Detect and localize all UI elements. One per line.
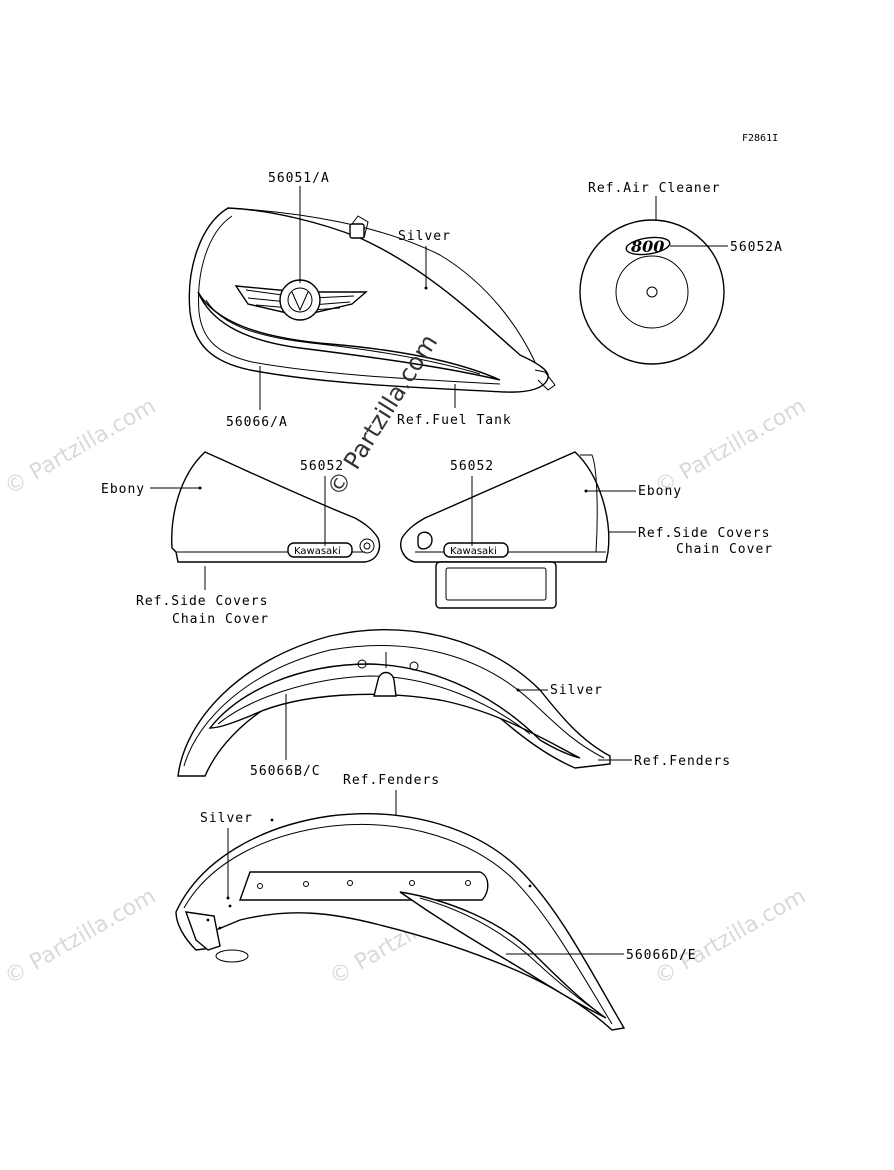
figure-id: F2861I (742, 133, 778, 144)
air-cleaner-logo-text: 800 (630, 237, 664, 256)
air-cleaner: 800 (579, 219, 725, 365)
label-56066a: 56066/A (226, 415, 288, 430)
label-chain-cover-left: Chain Cover (172, 612, 269, 627)
label-chain-cover-right: Chain Cover (676, 542, 773, 557)
label-56052-right: 56052 (450, 459, 494, 474)
label-ref-fenders-front: Ref.Fenders (634, 754, 731, 769)
badge-left: Kawasaki (287, 542, 353, 558)
label-56051a: 56051/A (268, 171, 330, 186)
label-ref-side-covers-left: Ref.Side Covers (136, 594, 268, 609)
label-ref-side-covers-right: Ref.Side Covers (638, 526, 770, 541)
watermark-bottom-right: © Partzilla.com (651, 884, 811, 991)
label-silver-tank: Silver (398, 229, 451, 244)
label-56066bc: 56066B/C (250, 764, 321, 779)
air-cleaner-logo: 800 (625, 236, 671, 256)
label-56052-left: 56052 (300, 459, 344, 474)
badge-left-text: Kawasaki (294, 546, 341, 557)
label-56066de: 56066D/E (626, 948, 697, 963)
label-ref-fenders-rear: Ref.Fenders (343, 773, 440, 788)
label-56052a: 56052A (730, 240, 783, 255)
label-ebony-right: Ebony (638, 484, 682, 499)
watermark-bottom-left: © Partzilla.com (1, 884, 161, 991)
label-ref-fuel-tank: Ref.Fuel Tank (397, 413, 512, 428)
label-ref-air-cleaner: Ref.Air Cleaner (588, 181, 720, 196)
label-silver-front: Silver (550, 683, 603, 698)
badge-right-text: Kawasaki (450, 546, 497, 557)
label-silver-rear: Silver (200, 811, 253, 826)
label-ebony-left: Ebony (101, 482, 145, 497)
side-cover-right: Kawasaki (400, 451, 610, 609)
front-fender (177, 629, 611, 777)
rear-fender (175, 813, 626, 1031)
fuel-tank (188, 207, 556, 393)
side-cover-left: Kawasaki (171, 451, 381, 563)
badge-right: Kawasaki (443, 542, 509, 558)
